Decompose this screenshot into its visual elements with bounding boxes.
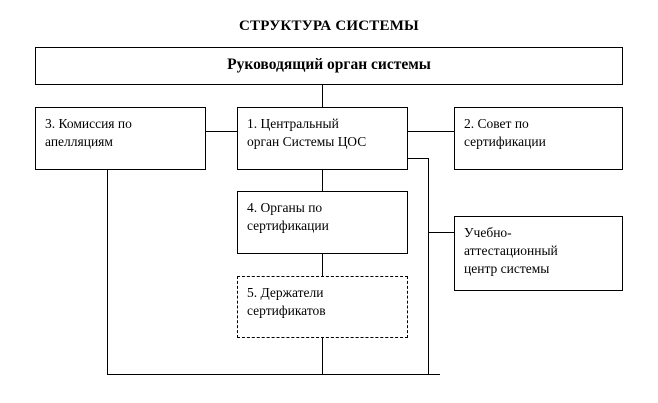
connector-certbodies-holders (322, 253, 323, 276)
connector-appeals-vertical (107, 169, 108, 375)
node-appeals-label: 3. Комиссия по апелляциям (45, 116, 132, 149)
connector-bottom-horizontal (107, 374, 440, 375)
connector-holders-bottom (322, 337, 323, 375)
node-training-label: Учебно- аттестационный центр системы (464, 225, 558, 276)
diagram-title: СТРУКТУРА СИСТЕМЫ (239, 18, 419, 34)
connector-central-right-horizontal (407, 158, 428, 159)
connector-central-certbodies (322, 169, 323, 191)
node-certbodies: 4. Органы по сертификации (237, 191, 408, 254)
node-head-label: Руководящий орган системы (227, 56, 431, 73)
node-council-label: 2. Совет по сертификации (464, 116, 546, 149)
node-holders-label: 5. Держатели сертификатов (247, 285, 326, 318)
node-training: Учебно- аттестационный центр системы (454, 216, 623, 291)
node-holders: 5. Держатели сертификатов (237, 276, 408, 338)
connector-right-training (428, 232, 454, 233)
node-certbodies-label: 4. Органы по сертификации (247, 200, 329, 233)
node-head: Руководящий орган системы (35, 47, 623, 85)
connector-right-vertical (428, 158, 429, 375)
connector-appeals-central (205, 131, 238, 132)
connector-head-central (322, 84, 323, 107)
node-central-label: 1. Центральный орган Системы ЦОС (247, 116, 367, 149)
connector-central-council (407, 131, 454, 132)
node-council: 2. Совет по сертификации (454, 107, 623, 170)
node-central: 1. Центральный орган Системы ЦОС (237, 107, 408, 170)
node-appeals: 3. Комиссия по апелляциям (35, 107, 206, 170)
